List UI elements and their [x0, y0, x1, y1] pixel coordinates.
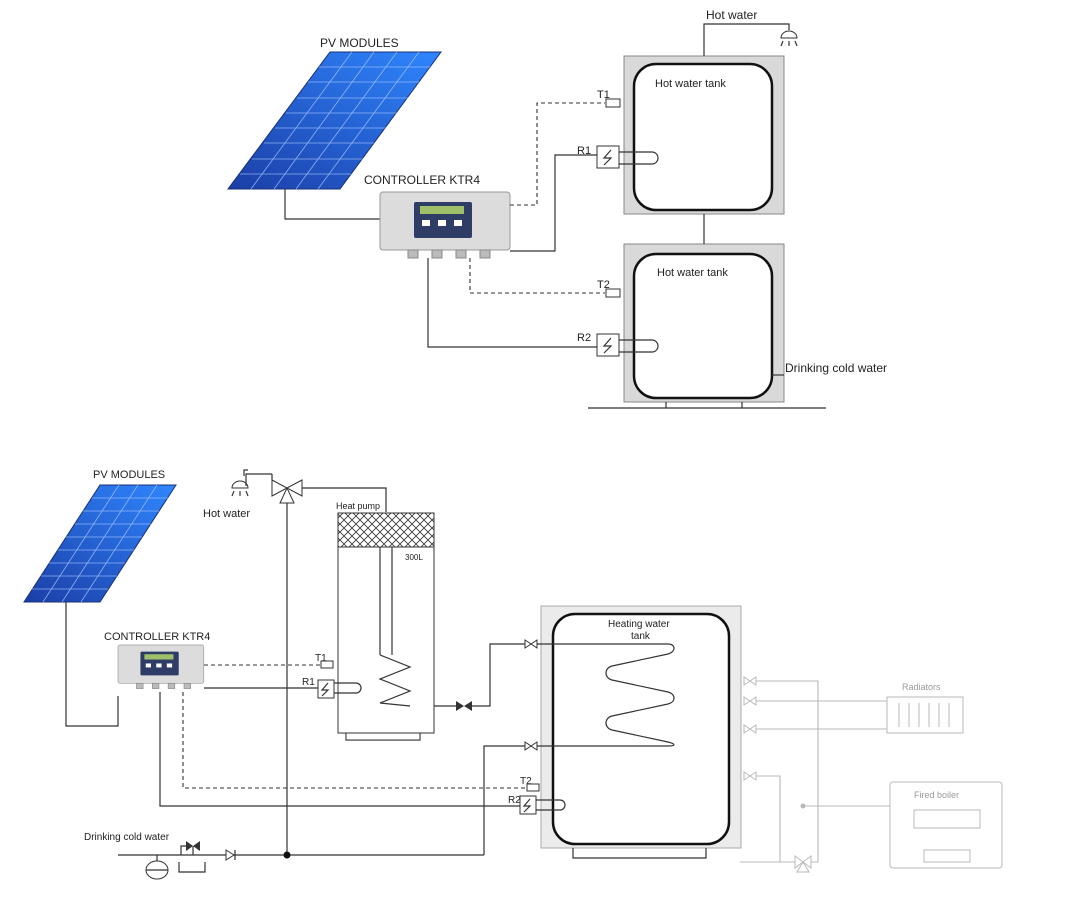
top-hot-water-label: Hot water [706, 8, 757, 22]
fired-boiler-icon: Fired boiler [889, 781, 1003, 869]
bottom-controller [117, 644, 205, 689]
bottom-controller-label: CONTROLLER KTR4 [104, 631, 210, 643]
radiators-label: Radiators [902, 682, 941, 692]
heating-tank-label-line2: tank [631, 631, 651, 642]
shower-icon [779, 23, 798, 47]
top-diagram: PV MODULES CONTROLLER KTR4 [227, 8, 887, 409]
bottom-t1-sensor [320, 660, 334, 669]
top-t1-sensor [605, 98, 621, 108]
bottom-pv-panel [23, 484, 177, 603]
tank-volume-label: 300L [405, 553, 423, 562]
top-pv-panel [227, 51, 442, 190]
check-valve-icon [456, 701, 472, 711]
top-t1-label: T1 [597, 89, 610, 101]
top-r2-label: R2 [577, 332, 591, 344]
bottom-r2-label: R2 [508, 795, 521, 806]
top-tank-1: Hot water tank [623, 55, 785, 215]
expansion-vessel-icon [145, 855, 169, 880]
bottom-hot-water-label: Hot water [203, 508, 250, 520]
bottom-t1-label: T1 [315, 653, 327, 664]
heating-tank-label-line1: Heating water [608, 619, 670, 630]
safety-group-icon [178, 841, 206, 873]
top-controller-label: CONTROLLER KTR4 [364, 173, 480, 187]
bottom-r1-heating-element [317, 679, 362, 699]
top-r1-label: R1 [577, 145, 591, 157]
bottom-r2-heating-element [519, 795, 566, 815]
top-tank-2-label: Hot water tank [657, 267, 728, 279]
bottom-pv-label: PV MODULES [93, 469, 165, 481]
heat-pump-label: Heat pump [336, 501, 380, 511]
shower-icon [231, 469, 249, 497]
radiator-boiler-circuit: Radiators Fired boiler [740, 676, 1003, 873]
top-tank-2: Hot water tank [623, 243, 785, 403]
heat-pump-tank: Heat pump 300L [336, 501, 435, 741]
three-way-valve-icon [271, 479, 303, 504]
top-t2-label: T2 [597, 279, 610, 291]
top-tank-1-label: Hot water tank [655, 78, 726, 90]
top-pv-label: PV MODULES [320, 36, 399, 50]
heating-water-tank: Heating water tank [535, 605, 742, 859]
top-cold-water-label: Drinking cold water [785, 361, 887, 375]
radiator-icon: Radiators [886, 682, 964, 734]
bottom-t2-label: T2 [520, 776, 532, 787]
check-valve-icon [225, 849, 236, 861]
fired-boiler-label: Fired boiler [914, 790, 959, 800]
bottom-r1-label: R1 [302, 677, 315, 688]
bottom-diagram: PV MODULES CONTROLLER KTR4 [23, 469, 1003, 880]
top-controller [379, 191, 511, 259]
top-t2-sensor [605, 288, 621, 298]
bottom-cold-water-label: Drinking cold water [84, 832, 170, 843]
heating-element-icon [596, 145, 659, 169]
bottom-t2-sensor [526, 783, 540, 792]
top-r2-heating-element [596, 333, 659, 357]
